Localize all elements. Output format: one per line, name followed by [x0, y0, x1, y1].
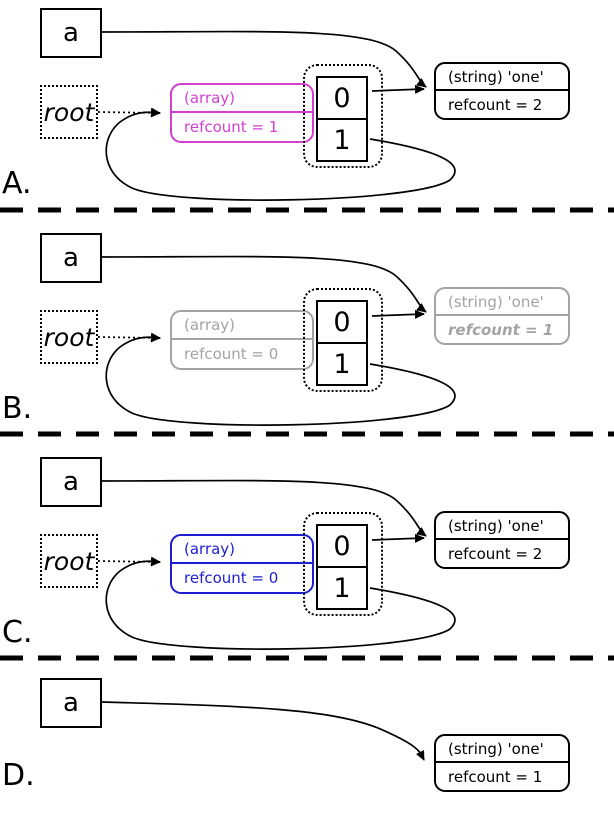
a-to-string-arrow — [101, 701, 425, 761]
panel-d: a (string) 'one' refcount = 1 D. — [0, 658, 614, 814]
array-cells-box: 0 1 — [316, 300, 368, 386]
string-refcount-label: refcount = 1 — [448, 767, 543, 786]
array-node: (array) refcount = 0 — [170, 534, 314, 594]
panel-label: B. — [2, 391, 33, 426]
array-type-label: (array) — [172, 312, 312, 340]
variable-a-label: a — [63, 18, 79, 48]
string-type-label: (string) 'one' — [436, 289, 568, 316]
panel-label: D. — [2, 758, 35, 793]
cell-0: 0 — [318, 302, 366, 344]
a-to-string-arrow — [101, 479, 427, 537]
cell0-to-string-arrow — [371, 309, 425, 319]
array-cells-outline — [303, 64, 383, 168]
array-refcount-label: refcount = 0 — [184, 345, 279, 363]
variable-a-box: a — [40, 457, 102, 507]
string-node: (string) 'one' refcount = 2 — [434, 62, 570, 120]
root-box: root — [40, 85, 98, 139]
panel-label: A. — [2, 166, 32, 201]
array-refcount-label: refcount = 1 — [184, 118, 279, 136]
string-type-label: (string) 'one' — [436, 736, 568, 763]
panel-b: a root (array) refcount = 0 0 1 (string)… — [0, 210, 614, 434]
array-refcount-label: refcount = 0 — [184, 569, 279, 587]
variable-a-box: a — [40, 678, 102, 728]
variable-a-label: a — [63, 243, 79, 273]
root-box: root — [40, 534, 98, 588]
array-cells-box: 0 1 — [316, 76, 368, 162]
cell-1: 1 — [333, 572, 351, 604]
array-node: (array) refcount = 0 — [170, 310, 314, 370]
cell0-to-string-arrow — [371, 533, 425, 543]
string-node: (string) 'one' refcount = 1 — [434, 734, 570, 792]
array-cells-box: 0 1 — [316, 524, 368, 610]
root-label: root — [43, 546, 95, 576]
variable-a-box: a — [40, 233, 102, 283]
root-label: root — [43, 322, 95, 352]
variable-a-label: a — [63, 467, 79, 497]
array-cells-outline — [303, 288, 383, 392]
string-node: (string) 'one' refcount = 1 — [434, 287, 570, 345]
cell1-self-loop-arrow — [105, 556, 456, 650]
string-type-label: (string) 'one' — [436, 513, 568, 540]
array-cells-outline — [303, 512, 383, 616]
cell1-self-loop-arrow — [105, 332, 456, 426]
cell-0: 0 — [318, 78, 366, 120]
panel-c: a root (array) refcount = 0 0 1 (string)… — [0, 434, 614, 658]
cell-0: 0 — [318, 526, 366, 568]
string-refcount-label: refcount = 2 — [448, 544, 543, 563]
root-label: root — [43, 97, 95, 127]
string-refcount-label: refcount = 1 — [448, 320, 554, 339]
a-to-string-arrow — [101, 30, 427, 88]
variable-a-box: a — [40, 8, 102, 58]
array-type-label: (array) — [172, 85, 312, 113]
cell-1: 1 — [333, 124, 351, 156]
string-type-label: (string) 'one' — [436, 64, 568, 91]
string-refcount-label: refcount = 2 — [448, 95, 543, 114]
cell0-to-string-arrow — [371, 84, 425, 94]
panel-a: a root (array) refcount = 1 0 1 (string)… — [0, 0, 614, 210]
root-box: root — [40, 310, 98, 364]
variable-a-label: a — [63, 688, 79, 718]
string-node: (string) 'one' refcount = 2 — [434, 511, 570, 569]
panel-label: C. — [2, 615, 33, 650]
array-node: (array) refcount = 1 — [170, 83, 314, 143]
cell1-self-loop-arrow — [105, 107, 456, 201]
a-to-string-arrow — [101, 255, 427, 313]
array-type-label: (array) — [172, 536, 312, 564]
cell-1: 1 — [333, 348, 351, 380]
